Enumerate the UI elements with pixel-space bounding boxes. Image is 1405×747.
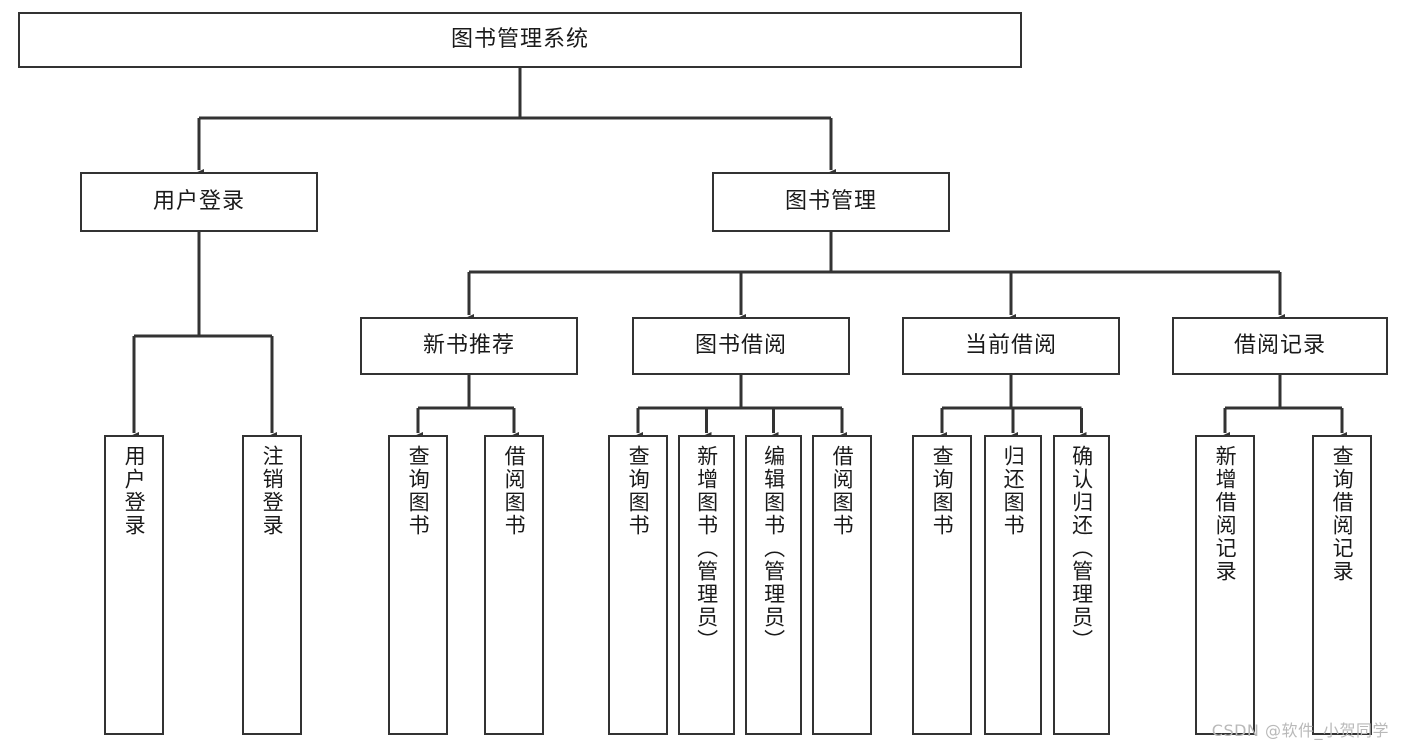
node-leaf-add-book: 新增图书（管理员） — [678, 435, 735, 735]
node-label-borrow-record: 借阅记录 — [1233, 332, 1326, 358]
node-label-leaf-user-logout: 注销登录 — [260, 445, 285, 537]
node-label-root: 图书管理系统 — [450, 26, 589, 52]
node-leaf-confirm-return: 确认归还（管理员） — [1053, 435, 1110, 735]
node-label-leaf-query-book-rec: 查询图书 — [406, 445, 431, 537]
node-book-borrow: 图书借阅 — [632, 317, 850, 375]
node-label-leaf-confirm-return: 确认归还（管理员） — [1069, 445, 1094, 652]
node-leaf-edit-book: 编辑图书（管理员） — [745, 435, 802, 735]
node-leaf-query-book-rec: 查询图书 — [388, 435, 448, 735]
csdn-watermark: CSDN @软件_小贺同学 — [1211, 721, 1389, 740]
node-label-book-manage: 图书管理 — [784, 188, 877, 214]
node-user-login: 用户登录 — [80, 172, 318, 232]
node-label-leaf-edit-book: 编辑图书（管理员） — [761, 445, 786, 652]
node-new-book-rec: 新书推荐 — [360, 317, 578, 375]
node-label-user-login: 用户登录 — [152, 188, 245, 214]
node-label-current-borrow: 当前借阅 — [964, 332, 1057, 358]
node-leaf-borrow-book: 借阅图书 — [812, 435, 872, 735]
node-label-leaf-query-book-borrow: 查询图书 — [626, 445, 651, 537]
node-label-leaf-user-login: 用户登录 — [122, 445, 147, 537]
node-leaf-user-login: 用户登录 — [104, 435, 164, 735]
node-label-leaf-query-book-cur: 查询图书 — [930, 445, 955, 537]
node-book-manage: 图书管理 — [712, 172, 950, 232]
node-leaf-add-record: 新增借阅记录 — [1195, 435, 1255, 735]
node-label-leaf-borrow-book: 借阅图书 — [830, 445, 855, 537]
edge-group — [129, 68, 1347, 441]
node-current-borrow: 当前借阅 — [902, 317, 1120, 375]
node-label-new-book-rec: 新书推荐 — [422, 332, 515, 358]
node-leaf-query-book-borrow: 查询图书 — [608, 435, 668, 735]
node-root: 图书管理系统 — [18, 12, 1022, 68]
node-label-leaf-return-book: 归还图书 — [1001, 445, 1026, 537]
node-label-leaf-query-record: 查询借阅记录 — [1330, 445, 1355, 583]
node-label-leaf-borrow-book-rec: 借阅图书 — [502, 445, 527, 537]
node-leaf-query-book-cur: 查询图书 — [912, 435, 972, 735]
node-label-book-borrow: 图书借阅 — [694, 332, 787, 358]
node-leaf-user-logout: 注销登录 — [242, 435, 302, 735]
node-label-leaf-add-record: 新增借阅记录 — [1213, 445, 1238, 583]
node-leaf-borrow-book-rec: 借阅图书 — [484, 435, 544, 735]
node-leaf-query-record: 查询借阅记录 — [1312, 435, 1372, 735]
node-label-leaf-add-book: 新增图书（管理员） — [694, 445, 719, 652]
node-borrow-record: 借阅记录 — [1172, 317, 1388, 375]
node-leaf-return-book: 归还图书 — [984, 435, 1042, 735]
